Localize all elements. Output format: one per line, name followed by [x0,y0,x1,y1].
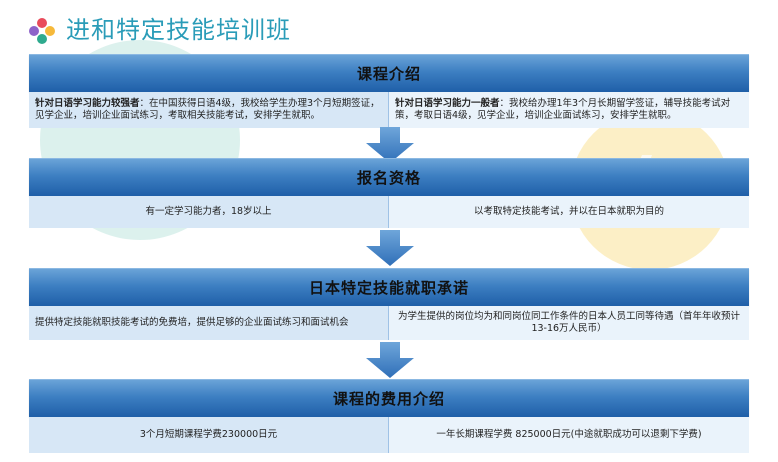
section-fees: 课程的费用介绍 3个月短期课程学费230000日元 一年长期课程学费 82500… [29,379,749,453]
section-eligibility: 报名资格 有一定学习能力者，18岁以上 以考取特定技能考试，并以在日本就职为目的 [29,158,749,228]
cell-bold-label: 针对日语学习能力较强者 [35,98,140,109]
course-intro-average-learners: 针对日语学习能力一般者：我校给办理1年3个月长期留学签证，辅导技能考试对策，考取… [389,92,749,128]
section-heading: 课程介绍 [29,54,749,92]
promise-free-training: 提供特定技能就职技能考试的免费培，提供足够的企业面试练习和面试机会 [29,306,389,340]
section-row: 3个月短期课程学费230000日元 一年长期课程学费 825000日元(中途就职… [29,417,749,453]
down-arrow-icon [366,342,414,378]
section-row: 有一定学习能力者，18岁以上 以考取特定技能考试，并以在日本就职为目的 [29,196,749,228]
section-heading: 课程的费用介绍 [29,379,749,417]
fee-short-course: 3个月短期课程学费230000日元 [29,417,389,453]
course-intro-strong-learners: 针对日语学习能力较强者：在中国获得日语4级，我校给学生办理3个月短期签证，见学企… [29,92,389,128]
eligibility-age: 有一定学习能力者，18岁以上 [29,196,389,228]
cell-text: ：我校给办理1年3个月长期留学签证，辅导技能考试对策，考取日语4级，见学企业，培… [395,98,731,121]
fee-long-course: 一年长期课程学费 825000日元(中途就职成功可以退剩下学费) [389,417,749,453]
cell-text: ：在中国获得日语4级，我校给学生办理3个月短期签证，见学企业，培训企业面试练习，… [35,98,380,121]
section-heading: 报名资格 [29,158,749,196]
promise-equal-treatment: 为学生提供的岗位均为和同岗位同工作条件的日本人员工同等待遇（首年年收预计13-1… [389,306,749,340]
page-title: 进和特定技能培训班 [66,16,291,44]
section-heading: 日本特定技能就职承诺 [29,268,749,306]
section-row: 针对日语学习能力较强者：在中国获得日语4级，我校给学生办理3个月短期签证，见学企… [29,92,749,128]
section-employment-promise: 日本特定技能就职承诺 提供特定技能就职技能考试的免费培，提供足够的企业面试练习和… [29,268,749,340]
down-arrow-icon [366,127,414,163]
eligibility-goal: 以考取特定技能考试，并以在日本就职为目的 [389,196,749,228]
down-arrow-icon [366,230,414,266]
cell-bold-label: 针对日语学习能力一般者 [395,98,500,109]
section-row: 提供特定技能就职技能考试的免费培，提供足够的企业面试练习和面试机会 为学生提供的… [29,306,749,340]
four-dot-logo-icon [29,18,55,44]
section-course-intro: 课程介绍 针对日语学习能力较强者：在中国获得日语4级，我校给学生办理3个月短期签… [29,54,749,128]
